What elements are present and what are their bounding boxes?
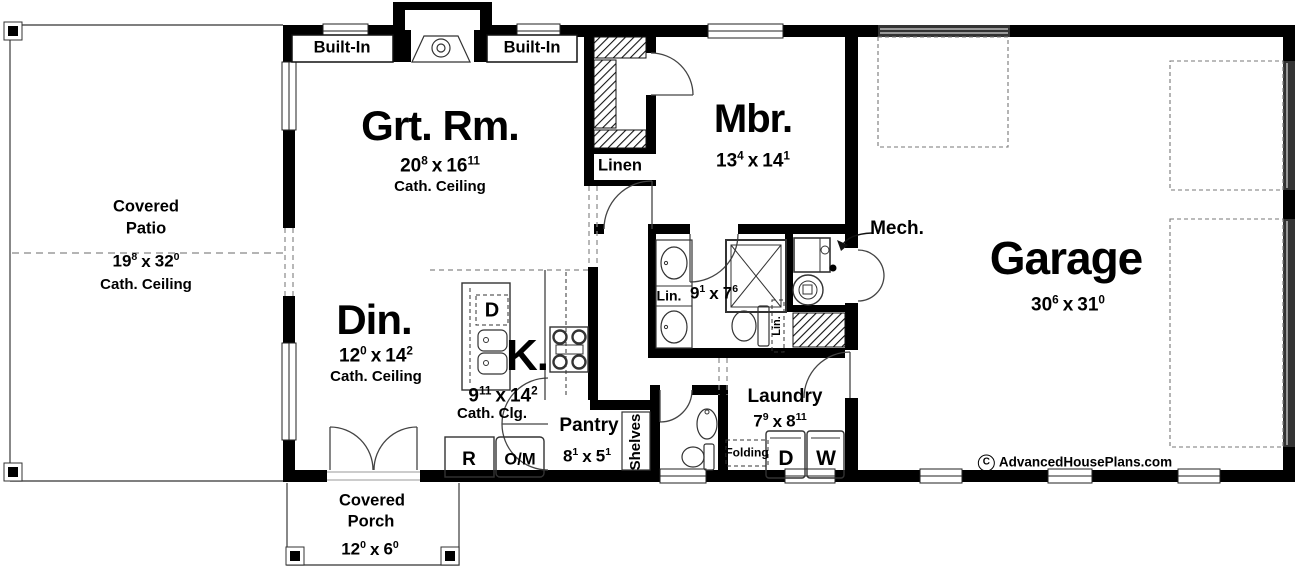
island-sink-2 [477, 352, 508, 375]
kitchen-name: K. [506, 330, 549, 380]
patio-name-2: Patio [125, 219, 167, 238]
washer-box [806, 430, 845, 479]
washer-label: W [816, 446, 836, 470]
din-ceiling: Cath. Ceiling [330, 368, 422, 386]
walls [283, 25, 1295, 482]
porch-threshold [327, 471, 420, 481]
oven-micro-box [495, 436, 545, 478]
dryer-box [765, 430, 806, 479]
dishwasher-label: D [484, 299, 500, 322]
vanity-sink-1 [660, 246, 688, 280]
patio-ceiling: Cath. Ceiling [100, 276, 192, 294]
pantry-name: Pantry [559, 415, 619, 437]
toilet-icon-2 [681, 443, 715, 471]
closet-hatching [593, 36, 846, 348]
pedestal-sink-icon [696, 408, 718, 440]
half-bath-fixtures [681, 408, 718, 471]
din-name: Din. [336, 295, 412, 343]
dryer-label: D [778, 446, 794, 470]
water-heater-icon [792, 274, 824, 306]
refrigerator-box [444, 436, 495, 478]
fridge-label: R [462, 449, 476, 471]
folding-counter [725, 439, 769, 467]
windows [281, 23, 1221, 484]
mech-fixtures [792, 232, 873, 306]
kitchen-ceiling: Cath. Clg. [457, 405, 527, 423]
door-swings [329, 52, 885, 471]
shower-icon [725, 239, 787, 313]
vanity [655, 239, 693, 349]
shelves-label: Shelves [627, 413, 645, 471]
linen-label: Linen [598, 156, 642, 175]
island-sink-1 [477, 329, 508, 352]
kitchen-island [461, 282, 511, 391]
mbr-name: Mbr. [713, 97, 793, 141]
garage-name: Garage [989, 231, 1144, 284]
patio-name-1: Covered [112, 197, 180, 216]
garage-doors [877, 25, 1295, 448]
furnace-icon [793, 237, 831, 273]
patio-posts [3, 21, 23, 482]
built-in-cabinets [291, 34, 578, 63]
laundry-fixtures [725, 430, 845, 479]
dishwasher-box [475, 294, 509, 326]
laundry-name: Laundry [747, 386, 823, 408]
porch-posts [285, 546, 460, 566]
oven-micro-label: O/M [504, 450, 536, 469]
bath-lin-small-label: Lin. [771, 316, 784, 336]
range-icon [549, 326, 589, 373]
pantry-shelves [621, 411, 651, 471]
bath-lin-label: Lin. [656, 287, 682, 304]
watermark-text: AdvancedHousePlans.com [998, 454, 1173, 470]
vanity-sink-2 [660, 310, 688, 344]
grt-rm-ceiling: Cath. Ceiling [394, 178, 486, 196]
fireplace-icon [393, 2, 492, 63]
master-bath-fixtures [655, 239, 787, 353]
grt-rm-name: Grt. Rm. [361, 101, 520, 149]
kitchen-fixtures [444, 270, 589, 478]
folding-label: Folding [725, 445, 769, 460]
mech-arrow [837, 232, 873, 251]
watermark: C AdvancedHousePlans.com [977, 454, 1173, 472]
cased-openings [284, 186, 728, 395]
toilet-icon [731, 305, 770, 347]
mech-label: Mech. [870, 218, 924, 240]
built-in-left-label: Built-In [313, 38, 371, 57]
patio-outline [9, 24, 283, 482]
built-in-right-label: Built-In [503, 38, 561, 57]
porch-name-2: Porch [347, 512, 395, 531]
copyright-icon: C [977, 454, 995, 472]
porch-outline [286, 483, 460, 566]
porch-name-1: Covered [338, 491, 406, 510]
linen-cabinet-small [771, 299, 785, 353]
